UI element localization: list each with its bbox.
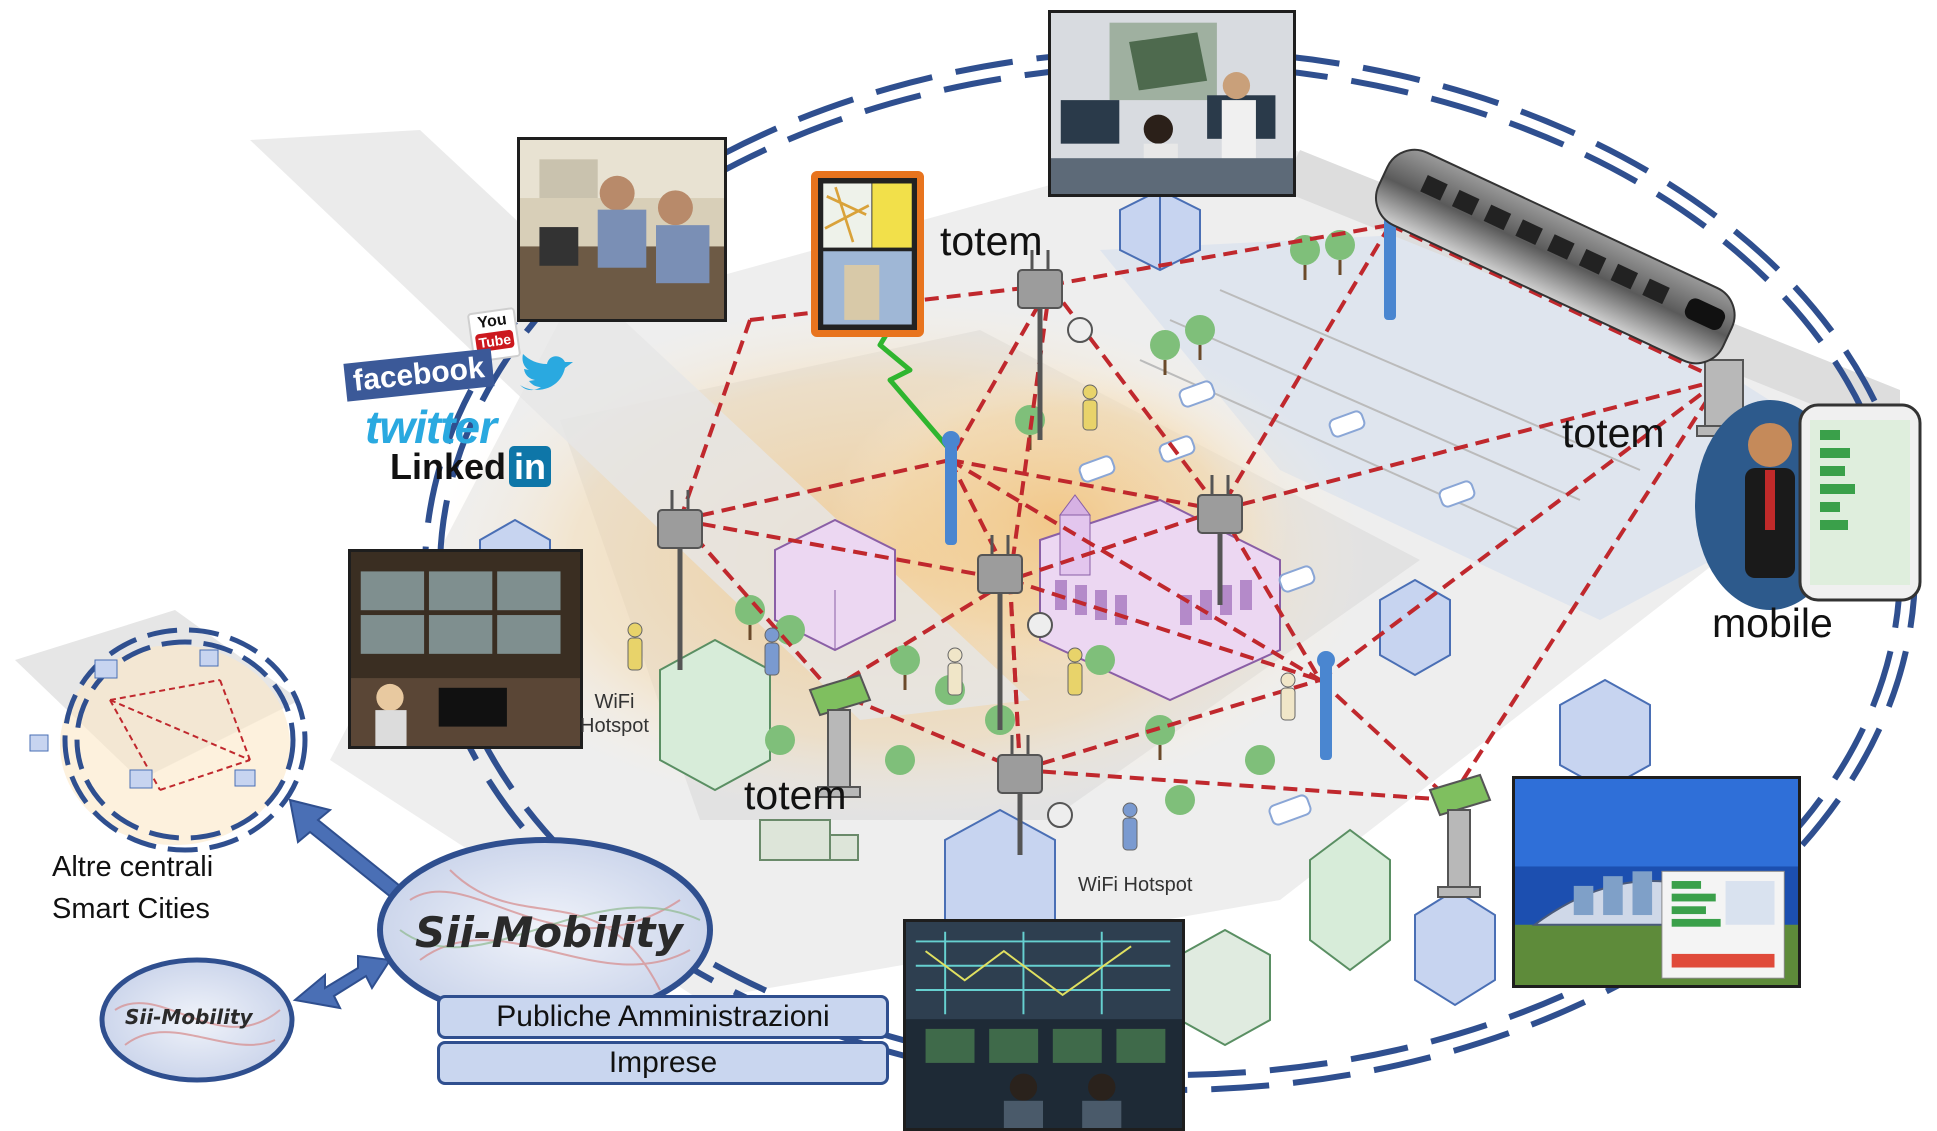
wifi-hotspot-left-label: WiFi Hotspot: [580, 690, 649, 738]
wifi-hotspot-bottom-label: WiFi Hotspot: [1078, 874, 1193, 896]
other-cities-line2: Smart Cities: [52, 893, 210, 925]
twitter-bird-icon: [515, 350, 575, 400]
totem-label-top: totem: [940, 218, 1043, 264]
mobile-label: mobile: [1712, 600, 1833, 646]
other-cities-label: Altre centrali Smart Cities: [52, 846, 213, 930]
control-room-photo-top: [1048, 10, 1296, 197]
sii-mobility-small-title: Sii-Mobility: [125, 1005, 253, 1029]
dashboard-building-photo: [1512, 776, 1801, 988]
companies-box: Imprese: [437, 1041, 889, 1085]
twitter-logo: twitter: [365, 401, 497, 453]
tablet-map-photo: [811, 171, 924, 337]
trees: [735, 230, 1355, 815]
sii-mobility-hub: [377, 837, 713, 1023]
people: [627, 384, 1296, 851]
wifi-hotspot-left-line2: Hotspot: [580, 715, 649, 737]
cars: [1078, 380, 1476, 826]
wifi-hotspot-left-line1: WiFi: [594, 691, 635, 713]
operations-center-photo: [903, 919, 1185, 1131]
sii-mobility-main-title: Sii-Mobility: [415, 908, 683, 957]
totem-label-right: totem: [1562, 410, 1665, 456]
antenna-poles: [657, 201, 1399, 855]
totem-label-bottom: totem: [744, 772, 847, 818]
linkedin-in-badge: in: [509, 446, 552, 487]
mesh-links: [678, 223, 1722, 802]
other-cities-line1: Altre centrali: [52, 851, 214, 883]
train: [1375, 148, 1736, 365]
public-administration-box: Publiche Amministrazioni: [437, 995, 889, 1039]
other-city-thumbnail: [15, 610, 308, 853]
linkedin-text: Linked: [390, 446, 507, 487]
video-wall-photo: [348, 549, 583, 749]
call-center-photo: [517, 137, 727, 322]
mobile-user: [1695, 400, 1922, 610]
sii-mobility-small: [99, 957, 295, 1083]
tree-trunks: [748, 260, 1342, 760]
